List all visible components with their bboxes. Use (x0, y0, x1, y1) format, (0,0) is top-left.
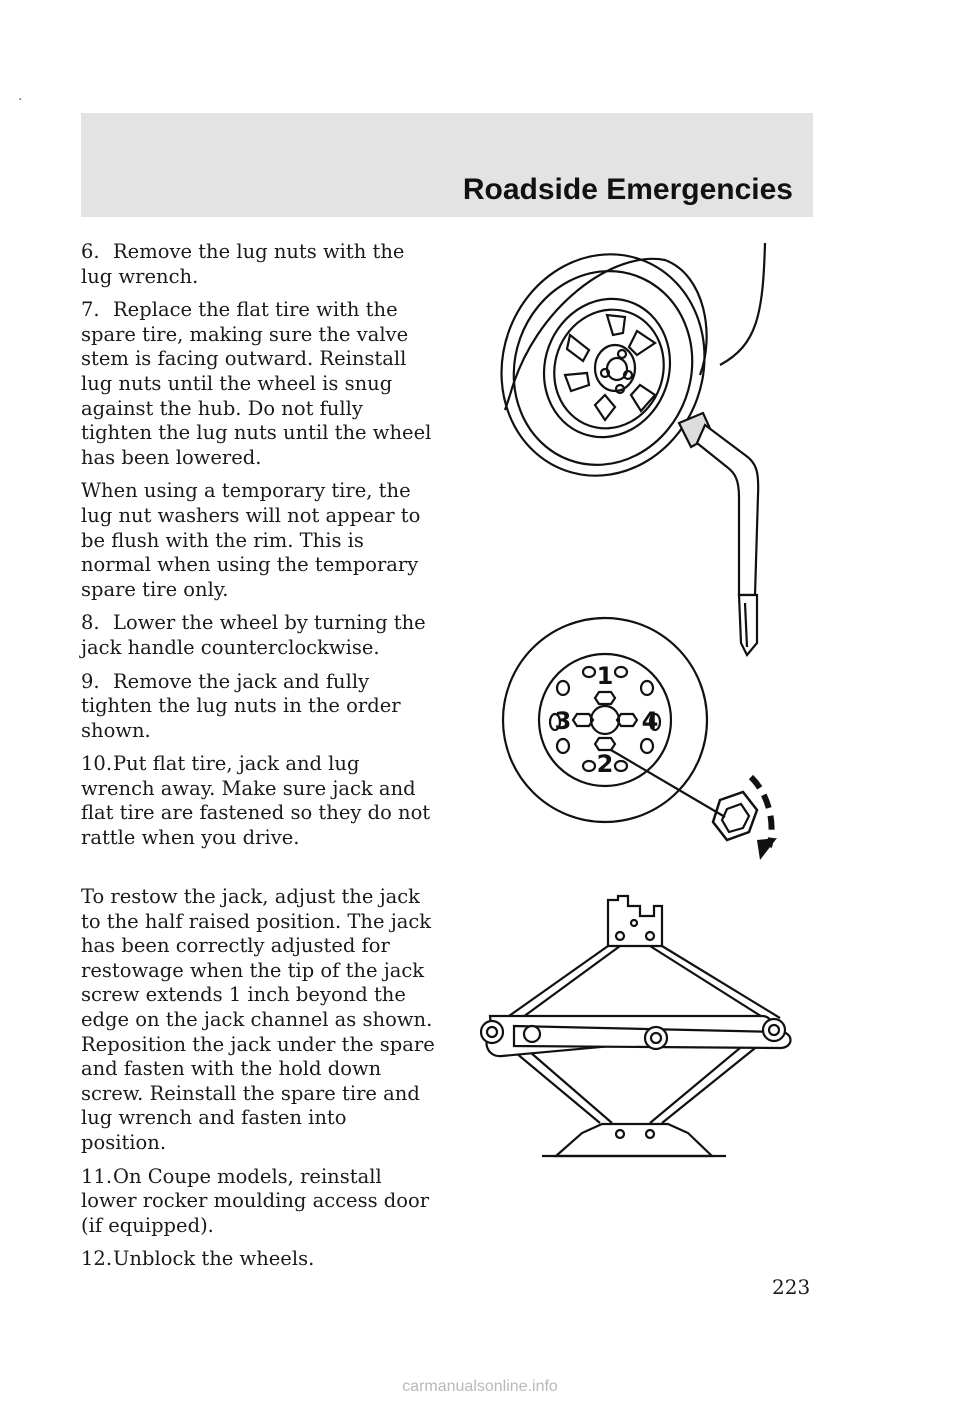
step-10: 10.Put flat tire, jack and lug wrench aw… (81, 752, 437, 850)
step-12: 12.Unblock the wheels. (81, 1247, 437, 1272)
section-title: Roadside Emergencies (462, 173, 793, 206)
temporary-tire-note: When using a temporary tire, the lug nut… (81, 479, 437, 602)
step-number: 8. (81, 611, 100, 635)
step-number: 6. (81, 240, 100, 263)
page-number: 223 (772, 1275, 811, 1299)
section-header: Roadside Emergencies (81, 113, 813, 217)
lug-order-1: 1 (597, 662, 614, 690)
scissor-jack-illustration (479, 894, 792, 1158)
step-text: Unblock the wheels. (113, 1247, 315, 1271)
step-text: Lower the wheel by turning the jack hand… (81, 611, 426, 659)
step-number: 12. (81, 1247, 113, 1271)
lug-order-2: 2 (597, 750, 614, 778)
step-9: 9.Remove the jack and fully tighten the … (81, 670, 437, 744)
lug-order-3: 3 (555, 707, 572, 735)
step-number: 7. (81, 298, 100, 322)
note-text: When using a temporary tire, the lug nut… (81, 479, 421, 601)
step-text: Replace the flat tire with the spare tir… (81, 298, 432, 469)
note-text: To restow the jack, adjust the jack to t… (81, 885, 435, 1154)
step-number: 9. (81, 669, 100, 693)
step-text: Remove the lug nuts with the lug wrench. (81, 240, 405, 288)
step-text: Remove the jack and fully tighten the lu… (81, 669, 401, 742)
restow-jack-note: To restow the jack, adjust the jack to t… (81, 885, 437, 1156)
instructions-bottom: To restow the jack, adjust the jack to t… (81, 885, 437, 1281)
step-7: 7.Replace the flat tire with the spare t… (81, 298, 437, 470)
lug-wrench-wheel-illustration (500, 242, 767, 657)
site-watermark: carmanualsonline.info (402, 1378, 558, 1395)
instructions-top: 6.Remove the lug nuts with the lug wrenc… (81, 240, 437, 860)
step-number: 11. (81, 1164, 113, 1188)
corner-mark: . (18, 88, 23, 104)
step-8: 8.Lower the wheel by turning the jack ha… (81, 611, 437, 660)
lug-nut-order-illustration: 1 2 3 4 (501, 616, 777, 860)
step-6: 6.Remove the lug nuts with the lug wrenc… (81, 240, 437, 289)
step-text: Put flat tire, jack and lug wrench away.… (81, 752, 431, 850)
lug-order-4: 4 (642, 707, 659, 735)
step-text: On Coupe models, reinstall lower rocker … (81, 1164, 430, 1237)
step-11: 11.On Coupe models, reinstall lower rock… (81, 1165, 437, 1239)
step-number: 10. (81, 752, 113, 776)
